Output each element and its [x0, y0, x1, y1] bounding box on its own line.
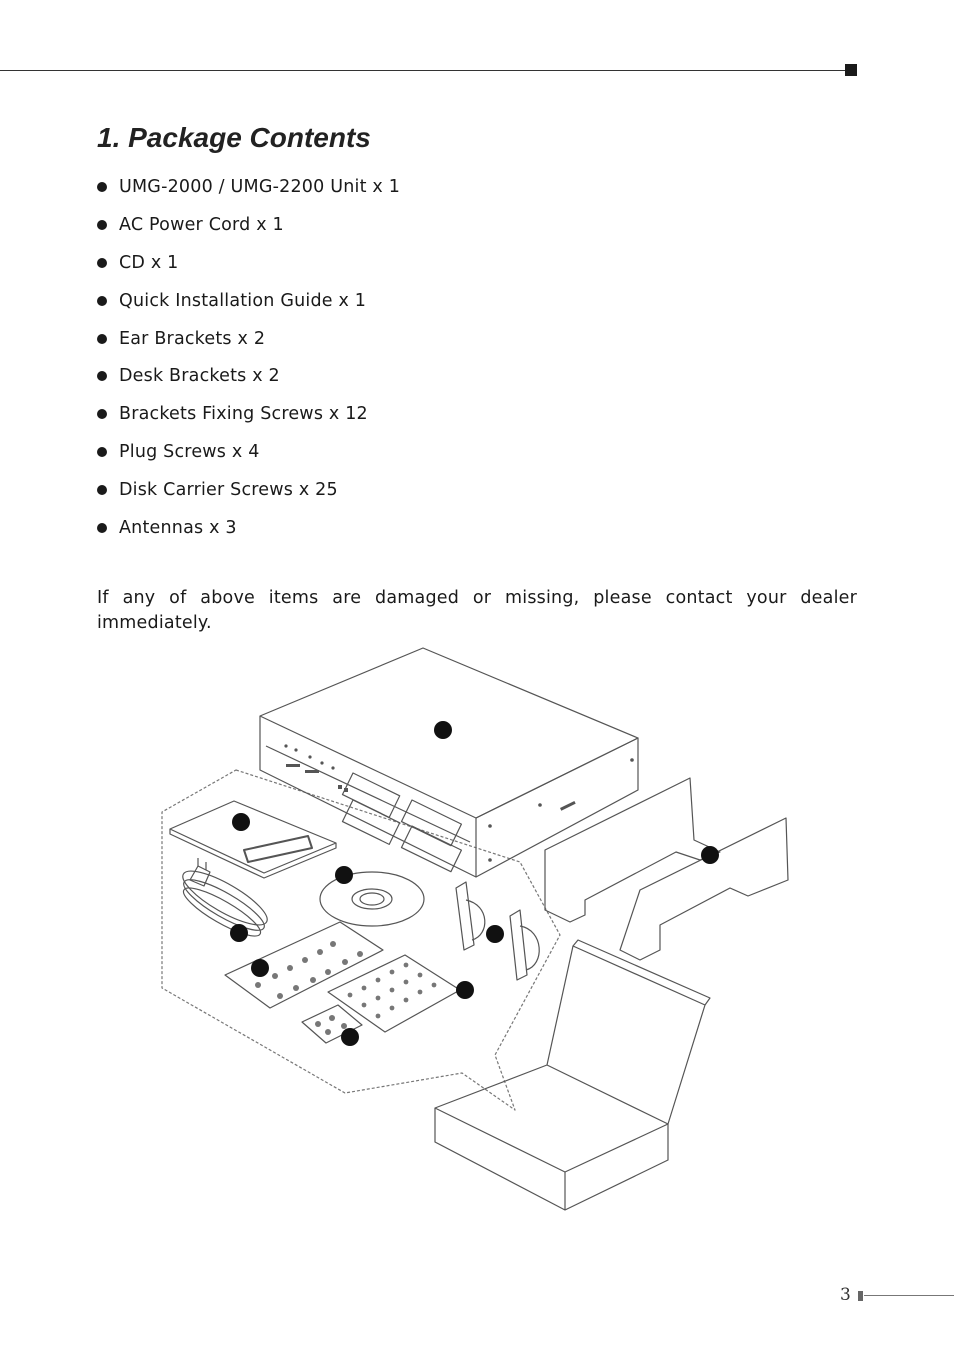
- list-item-text: Quick Installation Guide x 1: [119, 290, 367, 311]
- bullet-icon: [97, 447, 107, 458]
- list-item: Antennas x 3: [97, 509, 400, 547]
- list-item: Quick Installation Guide x 1: [97, 282, 400, 320]
- bullet-icon: [97, 257, 107, 268]
- list-item: AC Power Cord x 1: [97, 206, 400, 244]
- package-contents-list: UMG-2000 / UMG-2200 Unit x 1 AC Power Co…: [97, 168, 400, 547]
- unit-drawing: [259, 647, 639, 878]
- list-item: Desk Brackets x 2: [97, 357, 400, 395]
- list-item-text: UMG-2000 / UMG-2200 Unit x 1: [119, 176, 401, 197]
- section-title: 1. Package Contents: [97, 122, 371, 153]
- list-item-text: Plug Screws x 4: [119, 442, 260, 463]
- bullet-icon: [97, 485, 107, 496]
- list-item-text: CD x 1: [119, 252, 179, 273]
- bullet-icon: [97, 333, 107, 344]
- bullet-icon: [97, 295, 107, 306]
- callout-markers: [230, 721, 719, 1046]
- list-item-text: AC Power Cord x 1: [119, 214, 284, 235]
- cd-drawing: [319, 871, 425, 927]
- list-item: Brackets Fixing Screws x 12: [97, 395, 400, 433]
- bullet-icon: [97, 522, 107, 533]
- guide-booklet-drawing: [169, 800, 337, 879]
- list-item-text: Ear Brackets x 2: [119, 328, 266, 349]
- bullet-icon: [97, 181, 107, 192]
- box-drawing: [434, 939, 711, 1211]
- desk-brackets-drawing: [544, 777, 789, 961]
- list-item: CD x 1: [97, 244, 400, 282]
- list-item: Ear Brackets x 2: [97, 320, 400, 358]
- bullet-icon: [97, 219, 107, 230]
- antennas-drawing: [455, 881, 540, 981]
- list-item: UMG-2000 / UMG-2200 Unit x 1: [97, 168, 400, 206]
- list-item-text: Antennas x 3: [119, 517, 237, 538]
- bullet-icon: [97, 409, 107, 420]
- list-item-text: Desk Brackets x 2: [119, 366, 280, 387]
- footer-rule: [864, 1295, 954, 1296]
- footer-marker: [858, 1291, 863, 1301]
- header-square-marker: [845, 64, 857, 76]
- header-rule: [0, 70, 846, 71]
- bullet-icon: [97, 371, 107, 382]
- screws-drawing: [224, 921, 461, 1044]
- power-cord-drawing: [182, 858, 268, 937]
- list-item: Disk Carrier Screws x 25: [97, 471, 400, 509]
- package-contents-illustration: [161, 647, 789, 1211]
- list-item: Plug Screws x 4: [97, 433, 400, 471]
- page-number: 3: [840, 1285, 851, 1305]
- list-item-text: Brackets Fixing Screws x 12: [119, 404, 368, 425]
- damage-notice: If any of above items are damaged or mis…: [97, 588, 857, 633]
- list-item-text: Disk Carrier Screws x 25: [119, 480, 338, 501]
